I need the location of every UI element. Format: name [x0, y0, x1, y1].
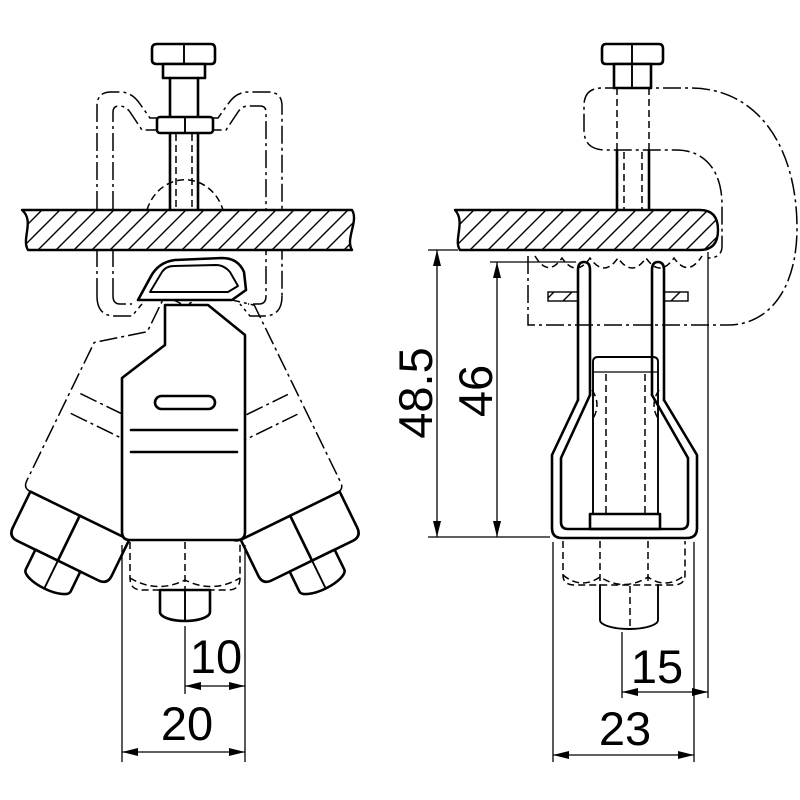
swing-left-nut-face-b — [56, 514, 131, 584]
side-clip-body-outer — [550, 398, 699, 540]
side-beam-flange — [453, 208, 720, 252]
side-view: 48.5 46 15 23 — [389, 42, 798, 762]
side-inner-arc-left — [591, 389, 598, 421]
front-clip-slot — [153, 394, 217, 411]
swing-right-bolt-end-split — [311, 559, 327, 589]
side-serrated-edge-hidden — [534, 255, 703, 269]
side-bolt-thread-root — [623, 152, 643, 210]
swing-right-nut-face-b — [288, 490, 360, 562]
front-left-swing-position — [10, 294, 225, 596]
front-bolt-washer — [161, 62, 207, 80]
front-bolt-thread-root — [175, 134, 193, 210]
side-lower-nut-chamfer — [562, 574, 686, 586]
side-bolt-shaft-hidden — [616, 88, 650, 150]
swing-left-bolt-end-split — [43, 559, 59, 589]
front-clip-body — [120, 303, 247, 542]
u-bracket-bottom-left — [96, 295, 143, 317]
side-inner-nut — [588, 512, 662, 531]
side-clip-prong-left — [576, 260, 592, 402]
side-plate-left — [547, 291, 579, 302]
side-bolt-shaft — [615, 148, 651, 212]
side-clip — [550, 260, 699, 540]
dim-label-15: 15 — [631, 640, 683, 693]
dim-label-20: 20 — [161, 697, 213, 750]
front-view: 10 20 — [10, 42, 360, 762]
front-lower-nut-outline — [129, 542, 241, 591]
side-inner-bolt-thread — [605, 374, 646, 514]
front-bolt — [150, 42, 217, 212]
front-bolt-shaft — [168, 76, 200, 212]
side-inner-bolt — [588, 356, 662, 531]
dim-label-46: 46 — [449, 365, 502, 417]
side-bolt-end — [599, 584, 659, 630]
side-inner-arc-right — [653, 389, 660, 421]
front-dimensions: 10 20 — [121, 545, 246, 762]
front-lower-nut — [129, 542, 241, 591]
u-bracket-inner — [112, 105, 267, 296]
side-plate-right — [663, 291, 689, 302]
side-dimensions: 48.5 46 15 23 — [389, 249, 709, 762]
front-clip-hook-pad — [149, 264, 239, 293]
front-lower-nut-chamfer — [129, 577, 241, 588]
side-lower-nut — [562, 541, 686, 586]
side-lower-nut-faces — [599, 541, 649, 585]
dim-label-48-5: 48.5 — [389, 347, 442, 438]
u-bracket-bottom-right — [239, 295, 283, 317]
side-lower-nut-outline — [562, 541, 686, 586]
side-bolt — [600, 42, 665, 212]
dim-label-10: 10 — [190, 630, 242, 683]
dim-label-23: 23 — [599, 702, 651, 755]
front-clip-hook — [136, 256, 248, 302]
front-hidden-round-contour — [146, 178, 224, 211]
side-clip-body-inner — [559, 393, 690, 531]
front-beam-flange — [20, 208, 356, 252]
side-c-clamp-phantom — [527, 87, 798, 326]
side-inner-bolt-outline — [592, 356, 659, 521]
side-clip-prong-right — [650, 260, 666, 402]
